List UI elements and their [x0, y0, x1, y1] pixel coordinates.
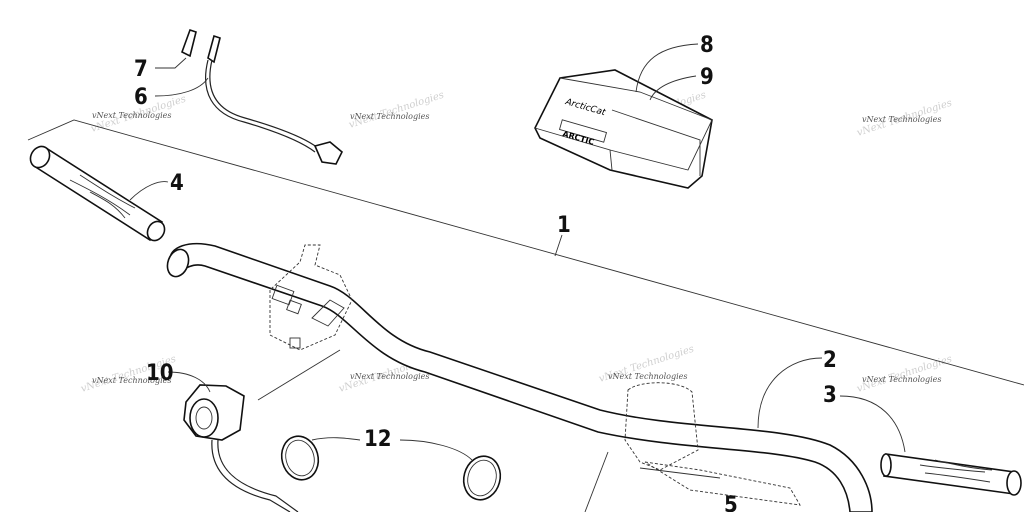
- watermark: vNext Technologies: [862, 115, 941, 124]
- callout-6: 6: [134, 85, 148, 110]
- callout-8: 8: [700, 33, 714, 58]
- leader-10: [167, 371, 211, 393]
- leader-6: [154, 77, 209, 97]
- callout-12: 12: [364, 427, 392, 452]
- leader-12-right: [399, 439, 473, 461]
- callout-numbers: 1 2 3 4 5 6 7 8 9 10 12: [134, 33, 837, 512]
- watermark: vNext Technologies: [608, 372, 687, 381]
- callout-4: 4: [170, 171, 184, 196]
- watermark: vNext Technologies: [350, 372, 429, 381]
- leader-4: [129, 181, 169, 201]
- callout-9: 9: [700, 65, 714, 90]
- leader-1: [554, 234, 563, 257]
- watermark: vNext Technologies: [92, 111, 171, 120]
- brake-master-cylinder: [584, 382, 801, 512]
- control-housing-left: [257, 244, 353, 401]
- leader-9: [649, 75, 697, 101]
- leader-12-left: [311, 437, 361, 441]
- callout-7: 7: [134, 57, 148, 82]
- heater-connector: [181, 28, 343, 165]
- watermark: vNext Technologies: [92, 376, 171, 385]
- switch-housing: [183, 384, 299, 512]
- callout-3: 3: [823, 383, 837, 408]
- leader-7: [155, 57, 187, 69]
- grip-left: [29, 145, 166, 242]
- watermark: vNext Technologies: [862, 375, 941, 384]
- leader-8: [635, 43, 699, 93]
- callout-1: 1: [557, 213, 571, 238]
- handlebar-pad: ArcticCat ARCTIC: [534, 69, 713, 189]
- grip-right: [880, 453, 1022, 496]
- retaining-rings: [280, 435, 502, 501]
- leader-2: [757, 357, 823, 429]
- callout-10: 10: [146, 361, 174, 386]
- watermark: vNext Technologies: [350, 112, 429, 121]
- callout-5: 5: [724, 493, 738, 512]
- watermark-ghost: vNext Technologies: [348, 90, 446, 131]
- handlebar: [166, 242, 873, 512]
- callout-2: 2: [823, 348, 837, 373]
- assembly-bracket-line: [27, 119, 1024, 386]
- leader-3: [839, 395, 906, 453]
